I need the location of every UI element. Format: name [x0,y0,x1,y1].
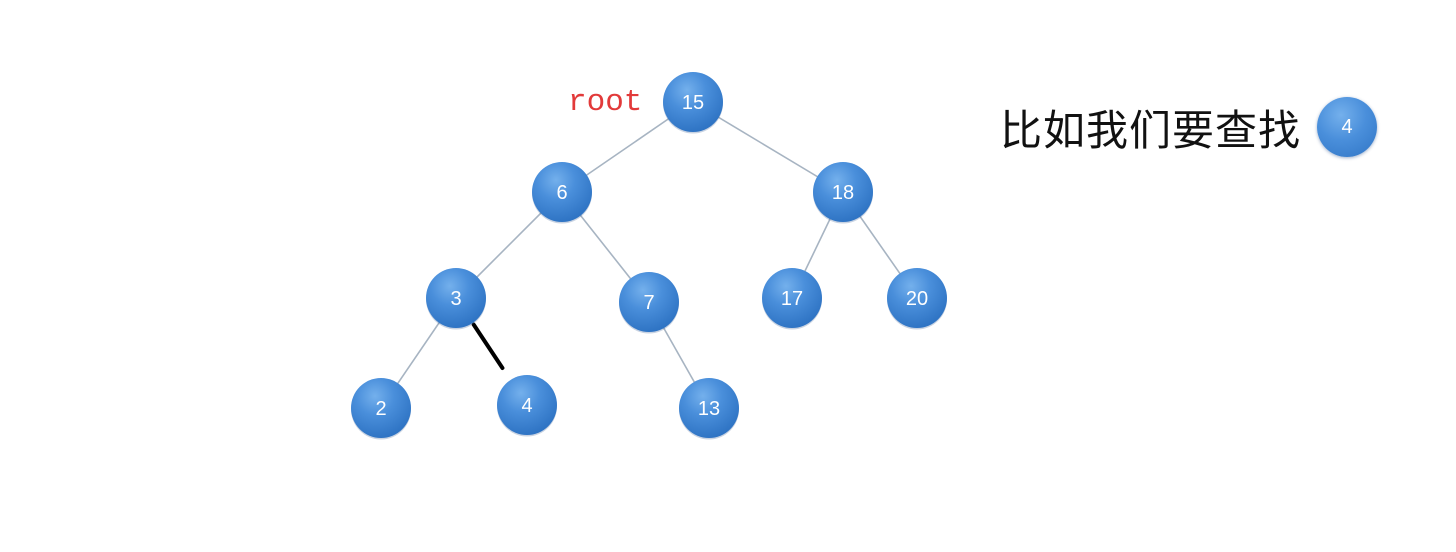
tree-node-3: 3 [426,268,486,330]
node-circle [887,268,947,328]
search-caption: 比如我们要查找 4 [1000,96,1378,158]
tree-node-15: 15 [663,72,723,134]
node-circle [619,272,679,332]
node-circle [762,268,822,328]
node-label: 18 [832,182,854,204]
node-label: 7 [643,292,654,314]
node-circle [426,268,486,328]
node-label: 2 [375,398,386,420]
tree-node-20: 20 [887,268,947,330]
caption-text: 比如我们要查找 [1000,105,1302,155]
tree-nodes: 15 6 18 3 7 17 20 2 4 13 [351,72,947,440]
node-label: 17 [781,288,803,310]
node-circle [351,378,411,438]
node-label: 13 [698,398,720,420]
tree-node-18: 18 [813,162,873,224]
node-label: 15 [682,92,704,114]
node-label: 20 [906,288,928,310]
node-circle [663,72,723,132]
tree-node-13: 13 [679,378,739,440]
tree-node-7: 7 [619,272,679,334]
node-label: 6 [556,182,567,204]
node-label: 3 [450,288,461,310]
node-circle [532,162,592,222]
target-node: 4 [1317,97,1378,157]
tree-edges [380,101,918,409]
tree-node-17: 17 [762,268,822,330]
tree-node-6: 6 [532,162,592,224]
active-edge-3-4 [471,322,505,370]
node-label: 4 [521,395,532,417]
root-label: root [568,85,642,120]
tree-node-2: 2 [351,378,411,440]
node-circle [679,378,739,438]
tree-node-4: 4 [497,375,557,437]
node-circle [497,375,557,435]
search-path [471,322,505,370]
node-circle [813,162,873,222]
